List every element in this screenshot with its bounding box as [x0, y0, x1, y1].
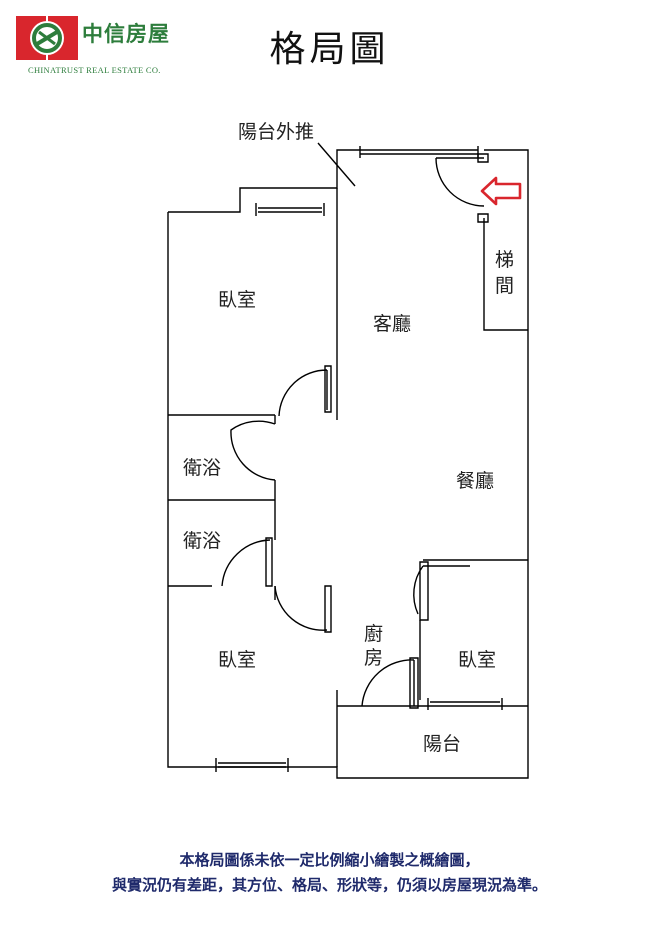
disclaimer-line-1: 本格局圖係未依一定比例縮小繪製之概繪圖，	[179, 851, 480, 869]
bath-door-lower	[221, 537, 273, 587]
disclaimer-line-2: 與實況仍有差距，其方位、格局、形狀等，仍須以房屋現況為準。	[111, 876, 547, 894]
label-bathroom-upper: 衛浴	[183, 457, 221, 479]
wall-bath-upper	[168, 415, 276, 501]
label-bedroom-top-left: 臥室	[218, 289, 256, 311]
annotation-balcony-extension: 陽台外推	[238, 121, 314, 143]
page-title: 格局圖	[269, 29, 390, 70]
balcony-extension-line	[317, 142, 356, 187]
bedroom-door-top	[278, 365, 332, 417]
label-bedroom-bottom-right: 臥室	[458, 649, 496, 671]
label-kitchen-2: 房	[364, 647, 383, 669]
brand-subtitle: CHINATRUST REAL ESTATE CO.	[28, 65, 161, 75]
kitchen-door	[361, 657, 419, 709]
label-stairwell-1: 梯	[495, 249, 514, 271]
stairwell-wall	[483, 218, 528, 331]
brand-logo: 中信房屋 CHINATRUST REAL ESTATE CO.	[14, 14, 174, 78]
outer-wall-top	[168, 149, 360, 213]
wall-balcony-top	[337, 698, 528, 710]
label-dining-room: 餐廳	[456, 470, 494, 492]
label-living-room: 客廳	[373, 313, 411, 335]
label-bedroom-bottom-left: 臥室	[218, 649, 256, 671]
bedroom-door-lower	[274, 585, 332, 633]
entrance-arrow-icon	[480, 176, 522, 206]
disclaimer: 本格局圖係未依一定比例縮小繪製之概繪圖， 與實況仍有差距，其方位、格局、形狀等，…	[0, 848, 659, 898]
logo-mark-icon	[16, 16, 78, 60]
bath-door-upper	[230, 420, 276, 481]
outer-wall	[167, 149, 529, 779]
label-stairwell-2: 間	[495, 275, 514, 297]
window-left	[255, 203, 325, 216]
window-top	[359, 146, 479, 158]
label-kitchen-1: 廚	[364, 622, 383, 645]
window-bottom-left	[215, 758, 289, 772]
label-bathroom-lower: 衛浴	[183, 530, 221, 552]
entrance-door	[435, 153, 489, 223]
label-balcony: 陽台	[423, 733, 461, 755]
right-bedroom-door	[413, 561, 470, 621]
brand-name: 中信房屋	[82, 22, 170, 46]
